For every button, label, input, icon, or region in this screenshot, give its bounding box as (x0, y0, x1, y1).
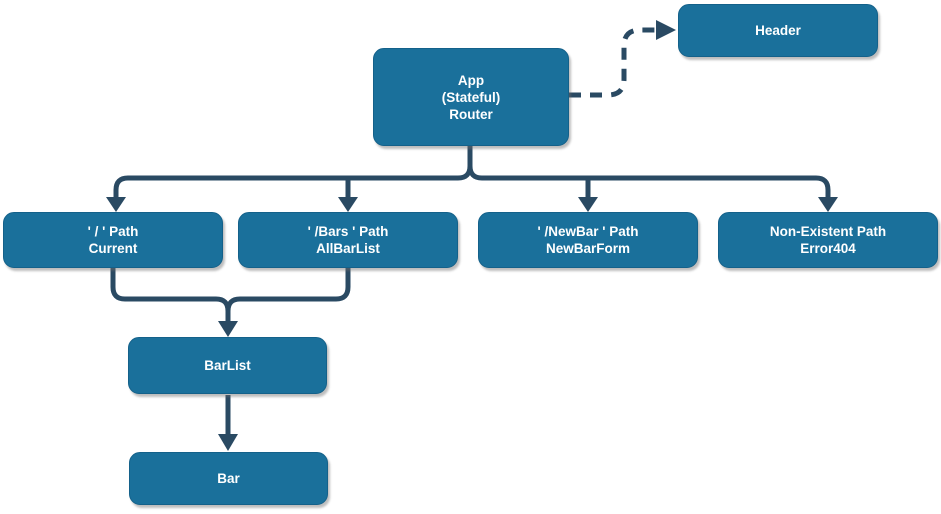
arrowhead-header (656, 20, 676, 40)
arrowhead-path-root (106, 197, 126, 212)
node-bar: Bar (129, 452, 328, 505)
edge-app-header (569, 27, 656, 98)
node-header: Header (678, 4, 878, 57)
node-label: Current (88, 241, 138, 256)
edge-path-bars-barlist (225, 268, 351, 322)
edge-app-bus-right (467, 146, 831, 198)
node-label: Non-Existent Path (769, 224, 887, 239)
node-label: Bar (217, 471, 240, 486)
node-label: Header (755, 23, 801, 38)
node-path-newbar-newbarform: ' /NewBar ' Path NewBarForm (478, 212, 698, 268)
node-label: ' / ' Path (87, 224, 139, 239)
node-label: BarList (204, 358, 251, 373)
arrowhead-path-newbar (578, 197, 598, 212)
node-path-root-current: ' / ' Path Current (3, 212, 223, 268)
node-label: App (457, 72, 485, 88)
arrowhead-barlist (218, 321, 238, 337)
node-app-router: App (Stateful) Router (373, 48, 569, 146)
node-label: NewBarForm (545, 241, 631, 256)
arrowhead-path-bars (338, 197, 358, 212)
node-label: Router (449, 106, 493, 122)
node-barlist: BarList (128, 337, 327, 394)
node-path-bars-allbarlist: ' /Bars ' Path AllBarList (238, 212, 458, 268)
node-label: ' /Bars ' Path (307, 224, 389, 239)
node-label: AllBarList (316, 241, 380, 256)
node-label: (Stateful) (441, 89, 501, 105)
arrowhead-bar (218, 434, 238, 451)
node-label: Error404 (800, 241, 856, 256)
node-nonexistent-error404: Non-Existent Path Error404 (718, 212, 938, 268)
edge-path-root-barlist (110, 268, 231, 322)
arrowhead-path-404 (818, 197, 838, 212)
edge-app-bus-left (113, 146, 473, 198)
node-label: ' /NewBar ' Path (537, 224, 639, 239)
